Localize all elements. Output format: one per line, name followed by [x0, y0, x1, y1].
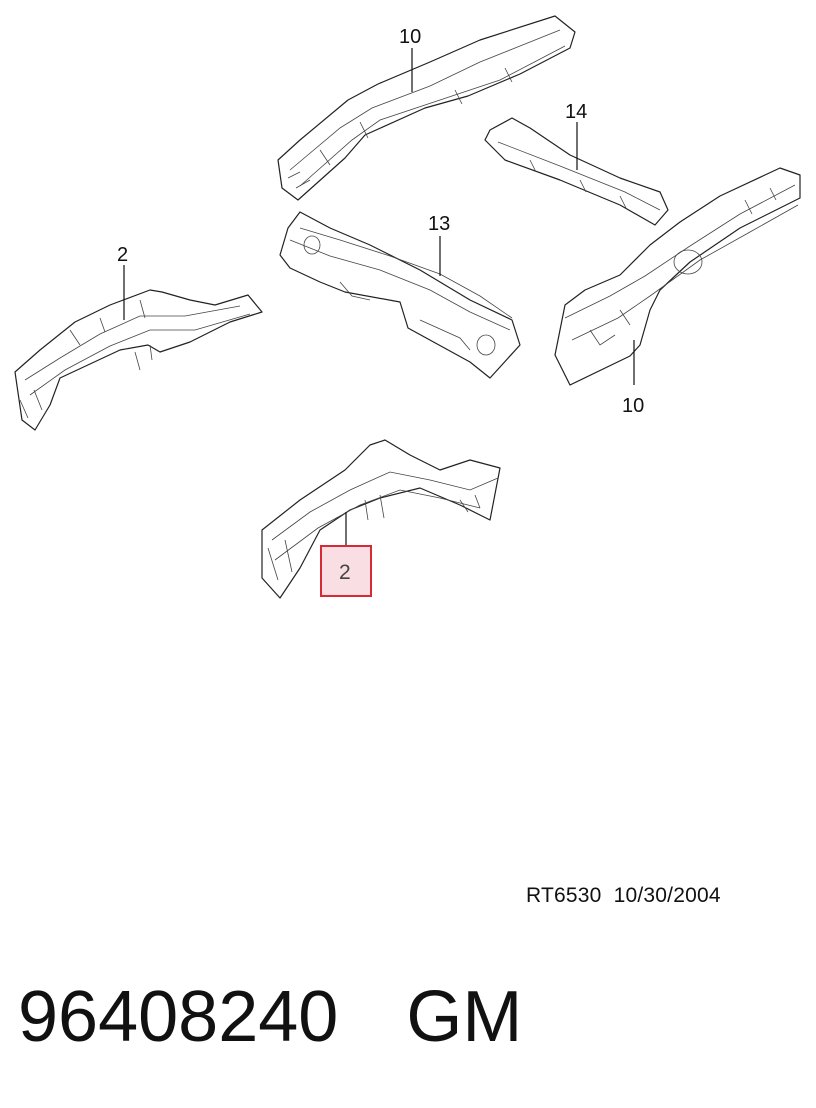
reference-date: 10/30/2004: [613, 884, 721, 907]
reference-code: RT6530 10/30/2004: [526, 884, 721, 908]
part-front-rail-highlighted: [261, 439, 501, 599]
part-front-rail-left: [14, 289, 263, 431]
callout-rear-crossmember: 14: [565, 101, 587, 123]
part-number: 96408240: [18, 977, 339, 1057]
part-floor-crossmember: [279, 211, 521, 379]
callout-floor-crossmember: 13: [428, 213, 450, 235]
footer: 96408240 GM: [18, 972, 522, 1062]
callout-highlight-box: [320, 545, 372, 597]
part-rear-rail-right: [554, 167, 801, 386]
part-rear-crossmember: [484, 117, 669, 226]
callout-highlight[interactable]: 2: [320, 545, 372, 597]
callout-rear-rail-top: 10: [399, 26, 421, 48]
callout-rear-rail-right: 10: [622, 395, 644, 417]
reference-id: RT6530: [526, 884, 602, 907]
part-rear-rail-top: [277, 15, 576, 201]
callout-front-rail-highlighted: 2: [339, 561, 351, 584]
brand-name: GM: [406, 977, 523, 1057]
callout-front-rail-left: 2: [117, 244, 128, 266]
